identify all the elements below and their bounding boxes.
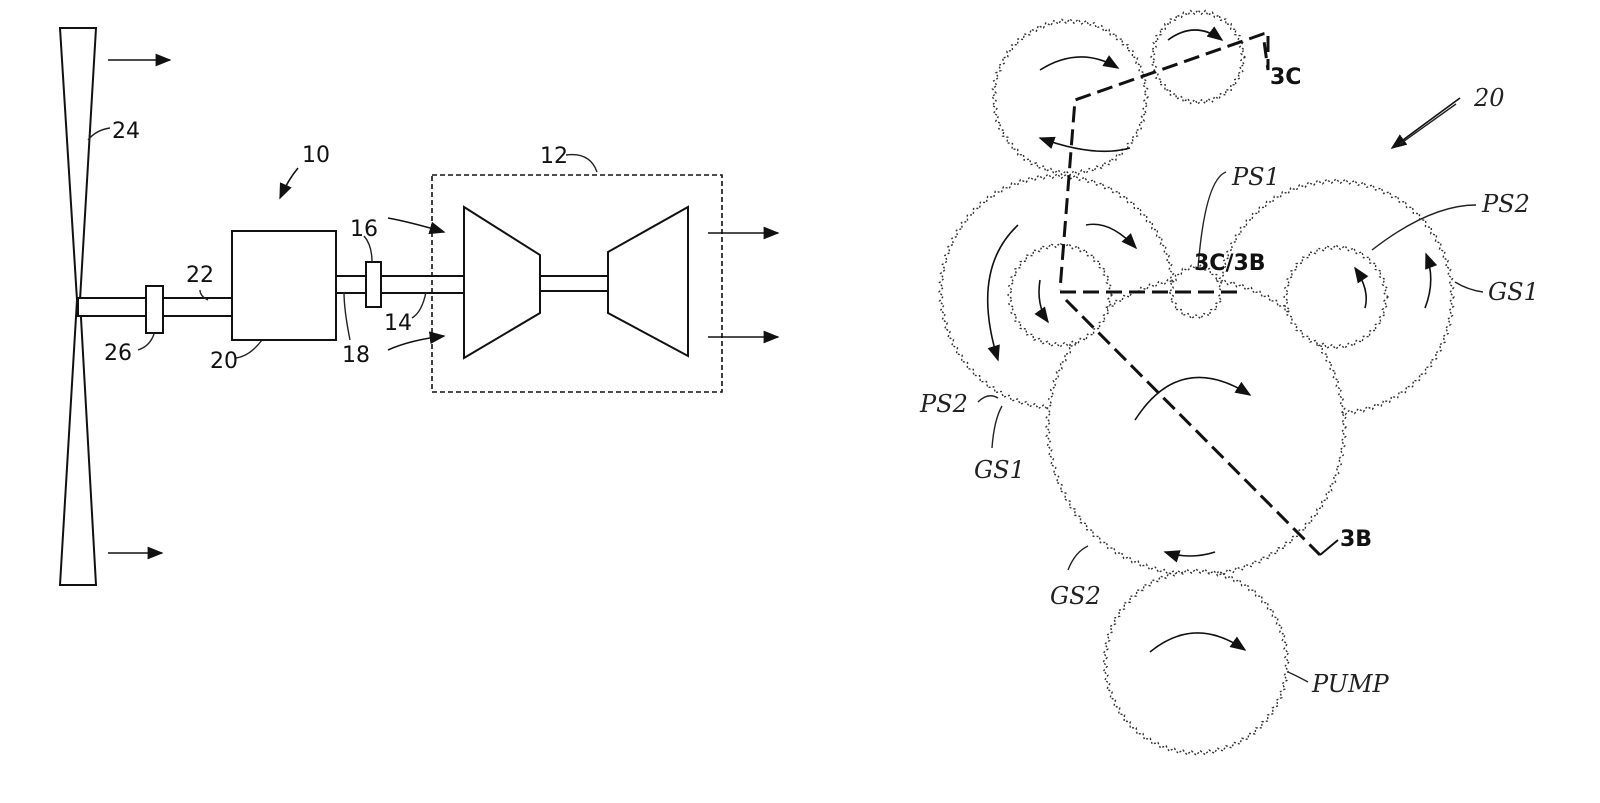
label-10: 10 — [302, 143, 330, 168]
label-18: 18 — [342, 343, 370, 368]
label-ps1: PS1 — [1231, 163, 1280, 191]
leader-ps1 — [1197, 171, 1227, 269]
label-3c-3b: 3C/3B — [1194, 251, 1266, 276]
gear-train — [938, 8, 1455, 756]
leader-ps2-right — [1371, 204, 1477, 251]
rotation-arrow — [986, 224, 1019, 362]
label-gs1-right: GS1 — [1488, 278, 1539, 306]
pinion-center — [1167, 264, 1225, 320]
rotation-arrow — [1085, 223, 1138, 250]
leader-26 — [137, 333, 155, 351]
leader-18 — [343, 291, 351, 341]
inlet-arrow-top — [387, 217, 446, 235]
label-ps2-right: PS2 — [1481, 190, 1530, 218]
rotation-arrow — [1039, 55, 1120, 71]
label-16: 16 — [350, 217, 378, 242]
leader-24 — [87, 127, 111, 141]
leader-20-arrow — [1390, 97, 1461, 149]
leader-20-arrow-2 — [1399, 103, 1457, 145]
leader-pump — [1287, 671, 1309, 683]
leader-10 — [279, 167, 299, 200]
rotation-arrow — [1134, 376, 1252, 421]
turbine — [607, 205, 689, 358]
leader-20 — [235, 339, 263, 359]
gearbox-box — [231, 230, 337, 341]
label-ps2-left: PS2 — [919, 390, 968, 418]
rotation-arrow — [1038, 136, 1131, 153]
label-3b: 3B — [1340, 527, 1372, 552]
turbine-core-box — [431, 174, 723, 393]
rotation-arrow — [1034, 279, 1049, 324]
label-12: 12 — [540, 144, 568, 169]
gear-top-left — [990, 17, 1150, 177]
section-mark-3b — [1319, 539, 1339, 556]
inlet-arrow-bottom — [387, 331, 446, 351]
leader-14 — [411, 291, 427, 319]
label-3c: 3C — [1270, 65, 1301, 90]
section-line-3c — [1058, 31, 1270, 291]
leader-gs1-left — [991, 405, 1003, 449]
rear-coupling — [365, 261, 382, 308]
label-gs2: GS2 — [1050, 582, 1101, 610]
label-14: 14 — [384, 311, 412, 336]
label-20: 20 — [210, 349, 238, 374]
rotation-arrow — [1354, 266, 1369, 309]
rotation-arrow — [1163, 550, 1216, 563]
gear-bottom-large — [1045, 276, 1347, 578]
rotation-arrow — [1149, 632, 1247, 653]
front-coupling — [145, 285, 164, 334]
label-20-right: 20 — [1473, 84, 1505, 112]
left-figure: 24 10 12 16 22 26 20 18 14 — [58, 27, 780, 586]
leader-ps2-left — [977, 395, 999, 403]
compressor — [463, 205, 541, 360]
core-shaft — [539, 275, 609, 292]
mid-shaft — [335, 275, 467, 294]
leader-12 — [565, 153, 598, 173]
leader-16 — [363, 235, 373, 263]
label-gs1-left: GS1 — [974, 456, 1025, 484]
right-figure: 20 PS1 PS2 GS1 PS2 GS1 GS2 PUMP 3C 3C/3B… — [919, 8, 1539, 756]
leader-22 — [199, 289, 209, 301]
label-22: 22 — [186, 263, 214, 288]
gear-pump — [1102, 568, 1290, 756]
label-pump: PUMP — [1311, 670, 1390, 698]
label-24: 24 — [112, 119, 140, 144]
leader-gs2 — [1067, 545, 1089, 571]
section-line-3b — [1064, 298, 1322, 557]
leader-gs1-right — [1454, 281, 1484, 293]
rotation-arrow — [1424, 252, 1438, 309]
rotation-arrow — [1167, 26, 1224, 41]
label-26: 26 — [104, 341, 132, 366]
